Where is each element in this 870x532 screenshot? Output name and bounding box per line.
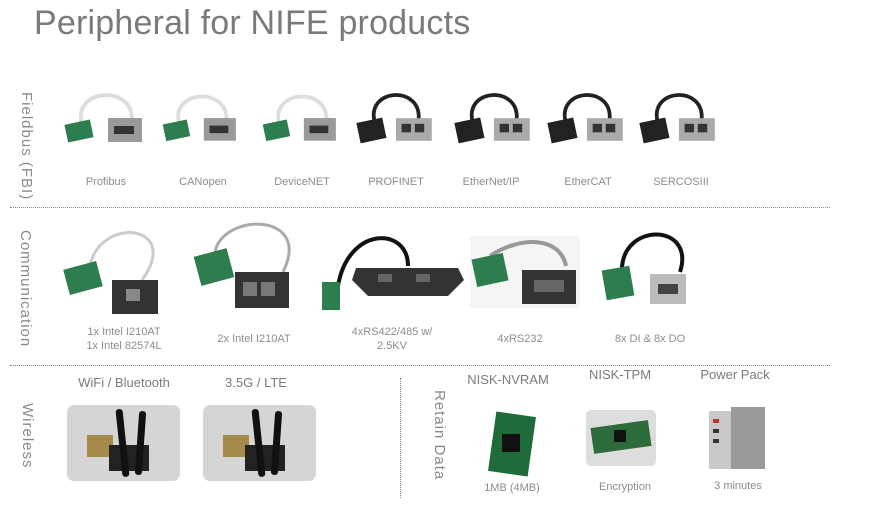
caption-line: 8x DI & 8x DO (614, 333, 686, 345)
wifi-module-image (67, 405, 180, 481)
retain-caption: 3 minutes (714, 480, 762, 492)
section-divider-vertical (400, 378, 401, 498)
fieldbus-caption: PROFINET (368, 176, 424, 188)
section-divider (10, 207, 830, 208)
dio-image (600, 232, 696, 312)
caption-line: 2x Intel I210AT (217, 333, 291, 345)
intel-2x-image (193, 222, 309, 314)
retain-heading: Power Pack (700, 367, 770, 382)
power-pack-image (705, 405, 769, 472)
retain-caption: 1MB (4MB) (484, 482, 540, 494)
retain-heading: NISK-TPM (588, 367, 652, 382)
page-title: Peripheral for NIFE products (34, 4, 471, 42)
wireless-heading: 3.5G / LTE (225, 375, 287, 390)
fieldbus-caption: DeviceNET (274, 176, 330, 188)
rs232-image (470, 236, 580, 308)
ethercat-image (543, 88, 629, 154)
fieldbus-caption: EtherNet/IP (462, 176, 520, 188)
intel-1x-image (62, 225, 178, 317)
communication-caption: 4xRS232 (460, 332, 580, 346)
communication-caption: 1x Intel I210AT 1x Intel 82574L (64, 325, 184, 353)
lte-module-image (203, 405, 316, 481)
fieldbus-caption: SERCOSIII (653, 176, 709, 188)
caption-line: 1x Intel I210AT (87, 326, 161, 338)
caption-line: 2.5KV (377, 340, 407, 352)
communication-caption: 4xRS422/485 w/ 2.5KV (332, 325, 452, 353)
section-label-wireless: Wireless (19, 403, 36, 469)
retain-heading: NISK-NVRAM (467, 372, 549, 387)
tpm-image (586, 410, 656, 466)
canopen-image (158, 86, 244, 152)
caption-line: 4xRS232 (497, 333, 543, 345)
rs422-image (318, 236, 468, 312)
nvram-image (484, 410, 542, 478)
fieldbus-caption: Profibus (85, 176, 127, 188)
communication-caption: 8x DI & 8x DO (590, 332, 710, 346)
section-label-retain-data: Retain Data (431, 390, 448, 481)
communication-caption: 2x Intel I210AT (194, 332, 314, 346)
section-divider (10, 365, 830, 366)
sercos-image (635, 88, 721, 154)
ethernetip-image (450, 88, 536, 154)
section-label-fieldbus: Fieldbus (FBI) (18, 92, 35, 201)
wireless-heading: WiFi / Bluetooth (78, 375, 170, 390)
retain-caption: Encryption (599, 481, 651, 493)
profinet-image (350, 88, 440, 154)
fieldbus-caption: CANopen (179, 176, 227, 188)
section-label-communication: Communication (17, 230, 34, 348)
profibus-image (62, 84, 148, 154)
caption-line: 4xRS422/485 w/ (351, 326, 433, 338)
devicenet-image (258, 86, 344, 152)
caption-line: 1x Intel 82574L (86, 340, 162, 352)
fieldbus-caption: EtherCAT (564, 176, 612, 188)
